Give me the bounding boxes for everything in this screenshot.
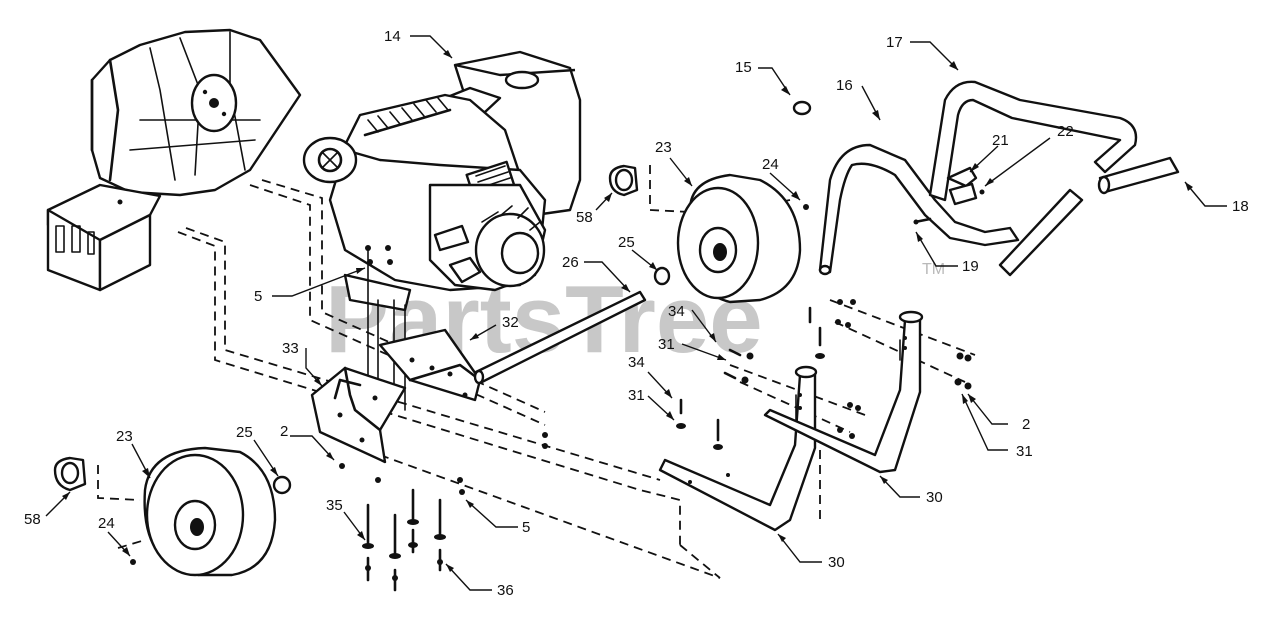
frame-hardware xyxy=(676,299,972,450)
callout-14: 14 xyxy=(384,28,401,45)
bracket-33 xyxy=(310,366,407,464)
callout-16: 16 xyxy=(836,77,853,94)
frame-brackets xyxy=(310,328,482,464)
callout-24-right: 24 xyxy=(762,156,779,173)
callout-36: 36 xyxy=(497,582,514,599)
callout-25-left: 25 xyxy=(236,424,253,441)
clamp-22 xyxy=(948,182,978,206)
wheel-left xyxy=(53,446,292,577)
callout-2-left: 2 xyxy=(280,423,288,440)
callout-32: 32 xyxy=(502,314,519,331)
callout-25-right: 25 xyxy=(618,234,635,251)
callout-23-right: 23 xyxy=(655,139,672,156)
callout-5-upper: 5 xyxy=(254,288,262,305)
watermark-trademark: TM xyxy=(922,261,945,278)
starter-handle xyxy=(448,256,482,284)
callout-15: 15 xyxy=(735,59,752,76)
callout-34-lower: 34 xyxy=(628,354,645,371)
pin-24-left xyxy=(130,559,136,565)
callout-31-right: 31 xyxy=(1016,443,1033,460)
wheel-right xyxy=(608,100,812,304)
handle-16 xyxy=(818,143,1020,274)
bracket-32 xyxy=(378,328,482,402)
callout-23-left: 23 xyxy=(116,428,133,445)
washer-25-right xyxy=(653,266,671,286)
axle-26 xyxy=(473,290,647,385)
callout-24-left: 24 xyxy=(98,515,115,532)
callout-30-lower: 30 xyxy=(828,554,845,571)
callout-34-upper: 34 xyxy=(668,303,685,320)
callout-2-right: 2 xyxy=(1022,416,1030,433)
handle-frame-30 xyxy=(658,310,924,532)
callout-58-right: 58 xyxy=(576,209,593,226)
callout-30-right: 30 xyxy=(926,489,943,506)
bolts-hardware xyxy=(339,432,548,592)
callout-26: 26 xyxy=(562,254,579,271)
callout-18: 18 xyxy=(1232,198,1249,215)
knob-15 xyxy=(792,100,812,116)
handle-17 xyxy=(928,80,1138,202)
callout-35: 35 xyxy=(326,497,343,514)
callout-22: 22 xyxy=(1057,123,1074,140)
handle-grip-left xyxy=(998,188,1084,277)
callout-58-left: 58 xyxy=(24,511,41,528)
callout-5-lower: 5 xyxy=(522,519,530,536)
callout-17: 17 xyxy=(886,34,903,51)
callout-21: 21 xyxy=(992,132,1009,149)
clamp-21 xyxy=(946,166,978,188)
callout-33: 33 xyxy=(282,340,299,357)
upper-handles xyxy=(818,80,1180,277)
engine xyxy=(302,50,582,411)
callout-leaders xyxy=(45,35,1227,591)
callout-31-lower: 31 xyxy=(628,387,645,404)
pin-24-right xyxy=(803,204,809,210)
callout-31-upper: 31 xyxy=(658,336,675,353)
callout-numbers: 14 15 16 17 18 19 21 22 23 24 58 25 26 5… xyxy=(24,28,1249,599)
washer-25-left xyxy=(272,475,292,495)
callout-19: 19 xyxy=(962,258,979,275)
fuel-cap xyxy=(504,70,540,90)
blower-housing xyxy=(46,28,302,292)
